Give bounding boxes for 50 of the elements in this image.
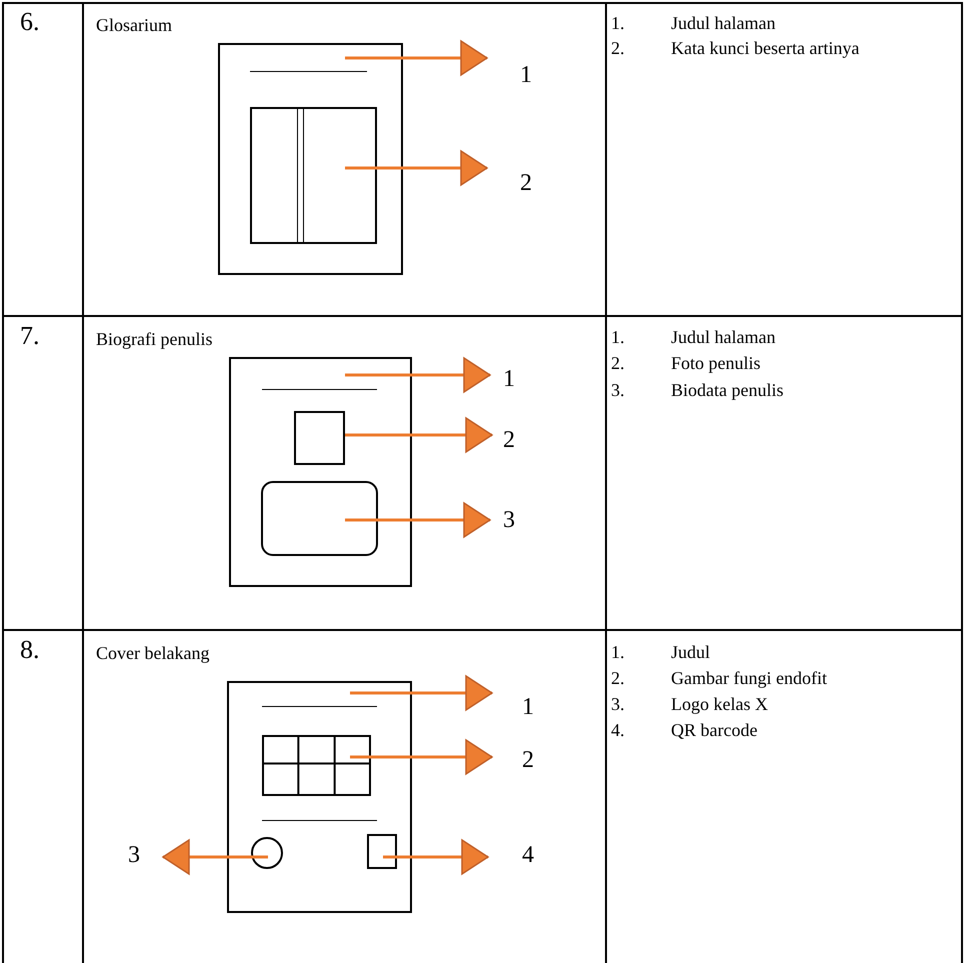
cell-text: 4. [611,719,624,741]
arrow [345,150,488,186]
arrow [350,739,493,775]
cell-text: Kata kunci beserta artinya [671,37,860,59]
grid-drawing [262,735,371,796]
cell-text: 1. [611,12,624,34]
arrow [383,839,489,875]
arrow [345,417,493,453]
callout-number: 2 [503,425,515,455]
page-sketch [229,357,412,587]
arrow [345,357,491,393]
cell-text: Judul halaman [671,326,776,348]
row-number: 8. [20,634,40,666]
cell-text: Biodata penulis [671,379,784,401]
rectangle [294,411,345,465]
page-sketch [227,681,412,913]
cell-text: Judul halaman [671,12,776,34]
cell-text: Biografi penulis [96,328,212,350]
cell-text: 3. [611,379,624,401]
page-sketch [218,43,403,275]
cell-text: Glosarium [96,14,172,36]
cell-text: 1. [611,641,624,663]
cell-text: 2. [611,37,624,59]
rounded-rectangle [261,481,378,556]
callout-number: 4 [522,840,534,870]
callout-number: 1 [503,364,515,394]
callout-number: 2 [520,168,532,198]
arrow [345,40,488,76]
cell-text: 2. [611,667,624,689]
cell-text: Cover belakang [96,642,210,664]
cell-text: QR barcode [671,719,758,741]
rectangle [367,834,397,869]
cell-text: 3. [611,693,624,715]
cell-text: Logo kelas X [671,693,768,715]
arrow [162,839,268,875]
cell-text: Gambar fungi endofit [671,667,827,689]
row-number: 6. [20,6,40,38]
callout-number: 1 [520,60,532,90]
cell-text: 2. [611,352,624,374]
cell-text: 1. [611,326,624,348]
callout-number: 3 [503,505,515,535]
two-column-box [250,107,377,244]
arrow [345,502,491,538]
row-number: 7. [20,320,40,352]
arrow [350,675,493,711]
callout-number: 3 [128,840,140,870]
cell-text: Judul [671,641,710,663]
cell-text: Foto penulis [671,352,761,374]
callout-number: 1 [522,692,534,722]
callout-number: 2 [522,745,534,775]
